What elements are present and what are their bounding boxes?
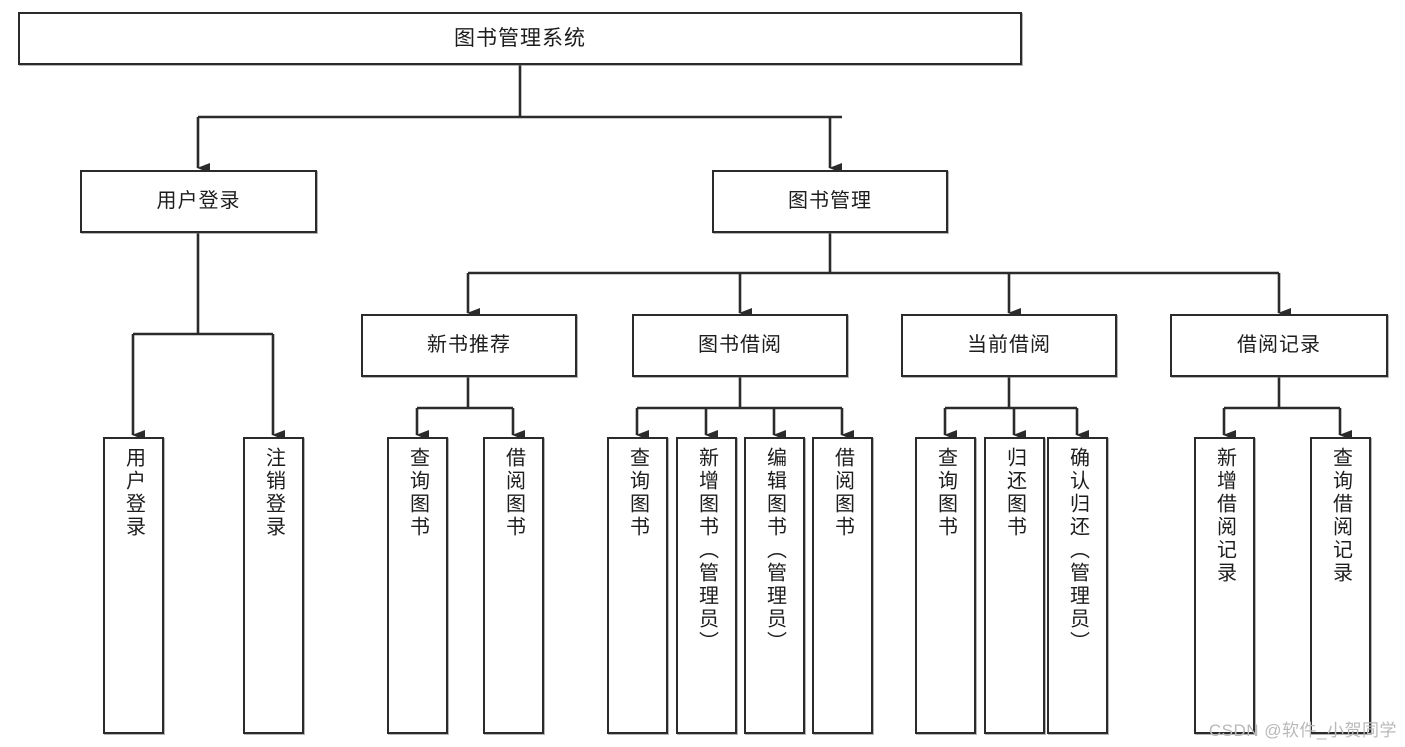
- node-book-borrow-label: 图书借阅: [698, 334, 782, 357]
- node-leaf-query-book-2-label: 查询图书: [626, 447, 649, 539]
- node-user-login[interactable]: 用户登录: [80, 170, 317, 233]
- node-leaf-confirm-return[interactable]: 确认归还（管理员）: [1047, 437, 1108, 734]
- node-root[interactable]: 图书管理系统: [18, 12, 1022, 65]
- node-leaf-query-book-3[interactable]: 查询图书: [915, 437, 976, 734]
- node-leaf-query-book-2[interactable]: 查询图书: [607, 437, 668, 734]
- node-leaf-query-book-1[interactable]: 查询图书: [387, 437, 448, 734]
- node-leaf-add-book[interactable]: 新增图书（管理员）: [676, 437, 737, 734]
- node-leaf-query-record[interactable]: 查询借阅记录: [1310, 437, 1371, 734]
- node-new-book-rec-label: 新书推荐: [427, 334, 511, 357]
- node-leaf-add-record[interactable]: 新增借阅记录: [1194, 437, 1255, 734]
- node-leaf-user-login[interactable]: 用户登录: [103, 437, 164, 734]
- node-current-borrow[interactable]: 当前借阅: [901, 314, 1117, 377]
- node-leaf-user-login-label: 用户登录: [122, 447, 145, 539]
- node-leaf-add-book-label: 新增图书（管理员）: [695, 447, 718, 654]
- node-leaf-edit-book[interactable]: 编辑图书（管理员）: [744, 437, 805, 734]
- node-leaf-query-record-label: 查询借阅记录: [1329, 447, 1352, 585]
- node-user-login-label: 用户登录: [156, 190, 241, 213]
- node-borrow-record[interactable]: 借阅记录: [1170, 314, 1388, 377]
- node-book-borrow[interactable]: 图书借阅: [632, 314, 848, 377]
- node-leaf-borrow-book-2[interactable]: 借阅图书: [812, 437, 873, 734]
- node-leaf-borrow-book-1[interactable]: 借阅图书: [483, 437, 544, 734]
- node-leaf-return-book[interactable]: 归还图书: [984, 437, 1045, 734]
- node-borrow-record-label: 借阅记录: [1237, 334, 1321, 357]
- node-leaf-borrow-book-2-label: 借阅图书: [831, 447, 854, 539]
- node-leaf-edit-book-label: 编辑图书（管理员）: [763, 447, 786, 654]
- node-leaf-query-book-1-label: 查询图书: [406, 447, 429, 539]
- node-new-book-rec[interactable]: 新书推荐: [361, 314, 577, 377]
- node-leaf-borrow-book-1-label: 借阅图书: [502, 447, 525, 539]
- node-leaf-logout[interactable]: 注销登录: [243, 437, 304, 734]
- node-current-borrow-label: 当前借阅: [967, 334, 1051, 357]
- node-leaf-confirm-return-label: 确认归还（管理员）: [1066, 447, 1089, 654]
- node-leaf-return-book-label: 归还图书: [1003, 447, 1026, 539]
- node-leaf-add-record-label: 新增借阅记录: [1213, 447, 1236, 585]
- node-book-manage-label: 图书管理: [788, 190, 872, 213]
- node-leaf-logout-label: 注销登录: [262, 447, 285, 539]
- node-leaf-query-book-3-label: 查询图书: [934, 447, 957, 539]
- node-root-label: 图书管理系统: [454, 26, 586, 50]
- node-book-manage[interactable]: 图书管理: [712, 170, 948, 233]
